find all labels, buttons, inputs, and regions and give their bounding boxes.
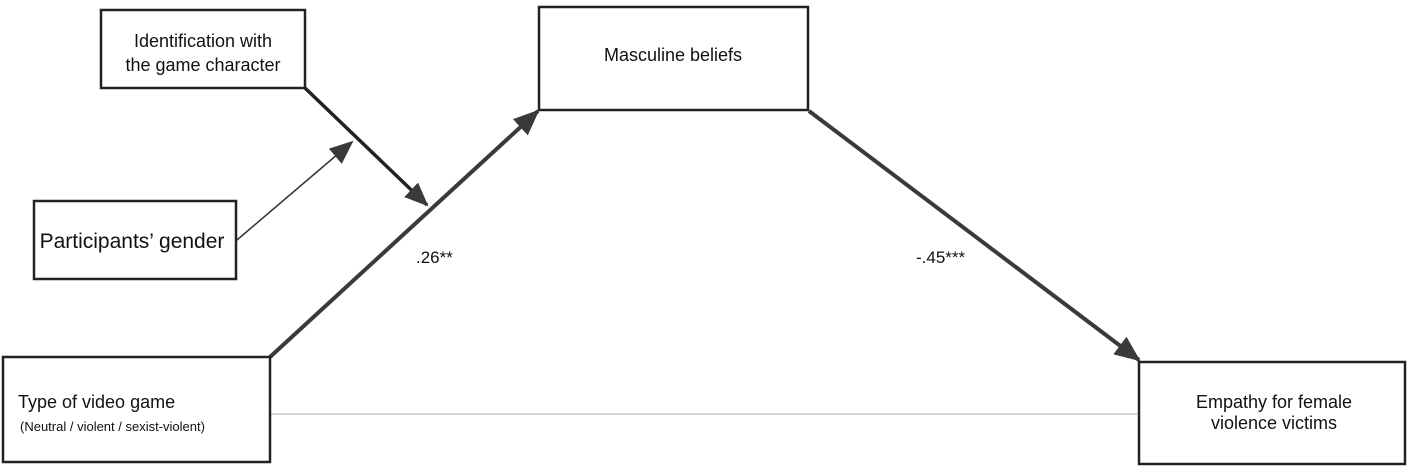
identification-moderation-arrow [303,86,429,207]
b-path-arrow [807,109,1141,362]
node-identification-line2: the game character [125,55,280,75]
node-empathy-line2: violence victims [1211,413,1337,433]
node-participants-gender-label: Participants’ gender [40,230,225,253]
node-type-of-video-game-line2: (Neutral / violent / sexist-violent) [20,419,205,434]
gender-moderation-arrow [236,140,354,241]
node-participants-gender: Participants’ gender [32,199,238,281]
a-path-coefficient: .26** [416,248,453,267]
a-path-arrow [268,109,540,359]
node-masculine-beliefs-label: Masculine beliefs [604,45,742,65]
node-identification-line1: Identification with [134,31,272,51]
node-identification: Identification with the game character [99,8,307,90]
node-masculine-beliefs: Masculine beliefs [537,5,810,112]
node-empathy: Empathy for female violence victims [1137,360,1407,466]
node-empathy-line1: Empathy for female [1196,392,1352,412]
node-type-of-video-game-line1: Type of video game [18,392,175,412]
b-path-coefficient: -.45*** [916,248,966,267]
node-type-of-video-game: Type of video game (Neutral / violent / … [1,355,272,464]
